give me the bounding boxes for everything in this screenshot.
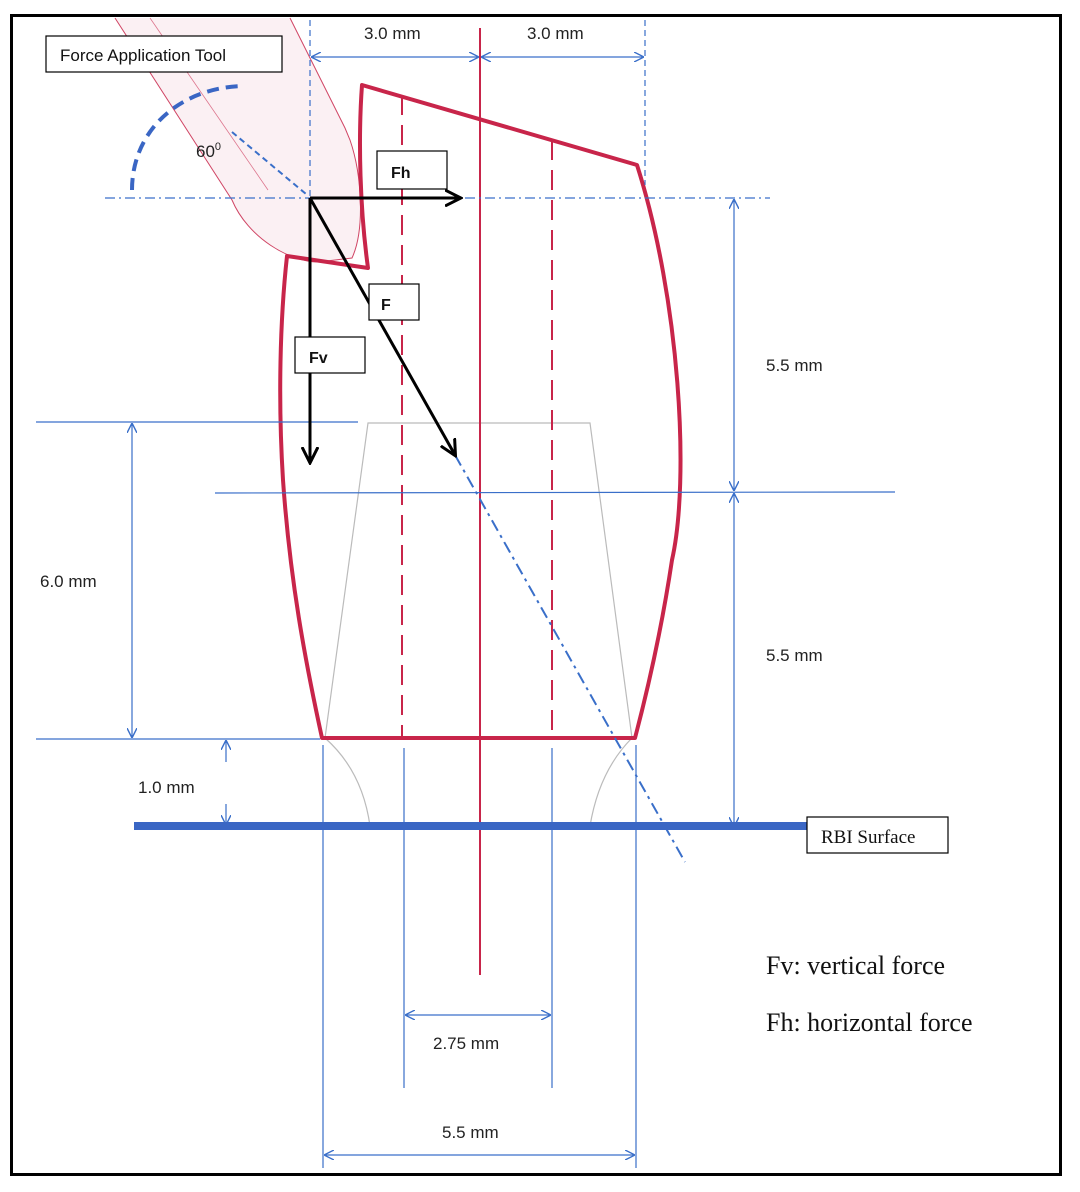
dim-right-upper: 5.5 mm bbox=[766, 356, 823, 375]
dim-right-lower: 5.5 mm bbox=[766, 646, 823, 665]
dimension-lines bbox=[36, 20, 896, 1168]
surface-label: RBI Surface bbox=[821, 827, 915, 848]
tool-label: Force Application Tool bbox=[60, 46, 226, 65]
fv-label: Fv bbox=[309, 350, 328, 367]
tool-label-box: Force Application Tool bbox=[45, 35, 283, 73]
dim-top-left: 3.0 mm bbox=[364, 24, 421, 43]
fh-label: Fh bbox=[391, 165, 411, 182]
crown-axes bbox=[401, 28, 553, 975]
fh-label-box: Fh bbox=[376, 150, 448, 190]
dim-top-right: 3.0 mm bbox=[527, 24, 584, 43]
legend-fh: Fh: horizontal force bbox=[766, 1008, 973, 1037]
surface-label-box: RBI Surface bbox=[806, 816, 949, 854]
angle-label: 600 bbox=[196, 141, 221, 161]
dim-base-width: 5.5 mm bbox=[442, 1123, 499, 1142]
dim-gap: 1.0 mm bbox=[138, 778, 195, 797]
f-arrow bbox=[308, 197, 455, 455]
dim-inner-width: 2.75 mm bbox=[433, 1034, 499, 1053]
legend-fv: Fv: vertical force bbox=[766, 951, 945, 980]
f-label-box: F bbox=[368, 283, 420, 321]
abutment-outline bbox=[324, 422, 633, 827]
force-arrows bbox=[310, 198, 460, 462]
crown-outline bbox=[278, 83, 683, 740]
angle-arc bbox=[130, 84, 243, 191]
f-label: F bbox=[381, 297, 391, 314]
fv-label-box: Fv bbox=[294, 336, 366, 374]
dim-left-height: 6.0 mm bbox=[40, 572, 97, 591]
figure-frame bbox=[10, 14, 1062, 1176]
